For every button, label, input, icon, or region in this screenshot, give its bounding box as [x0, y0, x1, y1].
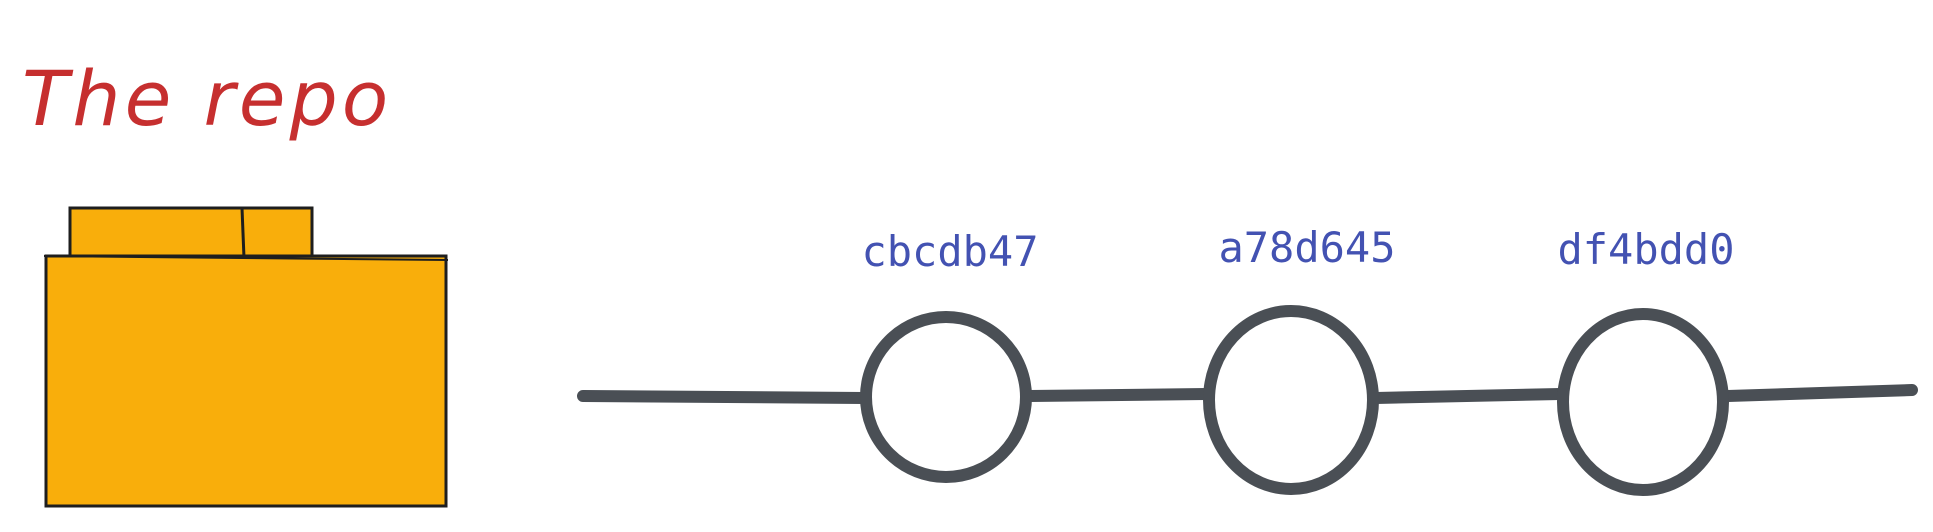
folder-body [44, 254, 448, 508]
commit-circle [1203, 305, 1379, 495]
history-line-segment-1 [1024, 388, 1212, 402]
commit-hash-label: cbcdb47 [861, 227, 1038, 276]
folder-edge [43, 255, 449, 261]
folder-tab [68, 206, 314, 258]
commit-hash-label: df4bdd0 [1557, 225, 1734, 274]
commit-node-2: a78d645 [1203, 223, 1396, 495]
page-title: The repo [22, 54, 392, 143]
history-line-segment-2 [1370, 388, 1566, 404]
history-line-end [1722, 384, 1918, 402]
commit-hash-label: a78d645 [1218, 223, 1395, 272]
folder-icon [43, 206, 449, 508]
commit-node-3: df4bdd0 [1557, 225, 1735, 496]
commit-circle [860, 311, 1032, 483]
commit-node-1: cbcdb47 [860, 227, 1039, 483]
history-line-start [577, 390, 870, 404]
folder-tab-divider [240, 207, 246, 259]
commit-circle [1557, 308, 1729, 496]
commit-line [577, 384, 1918, 404]
